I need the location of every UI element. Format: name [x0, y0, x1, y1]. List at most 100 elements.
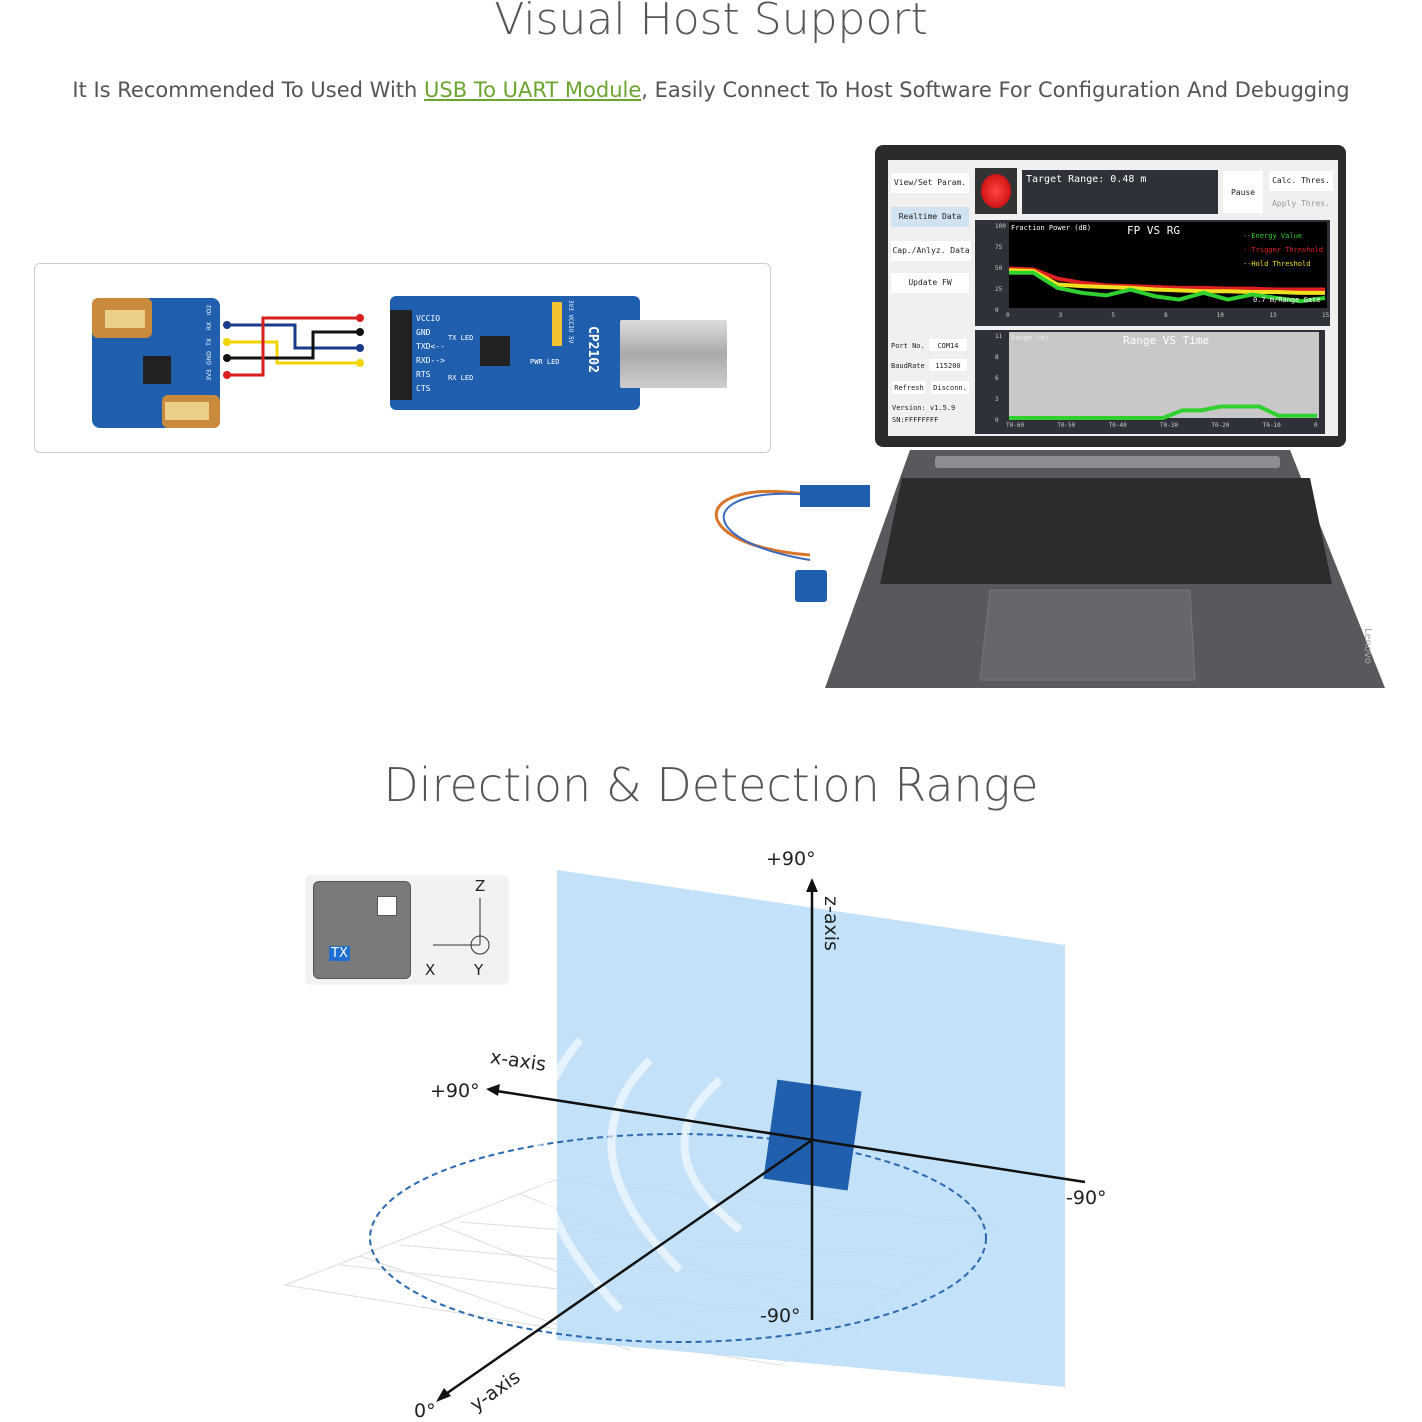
refresh-button[interactable]: Refresh	[891, 380, 927, 395]
y-end-label: 0°	[414, 1400, 436, 1422]
pin-label: VCCIO	[416, 314, 441, 323]
realtime-data-button[interactable]: Realtime Data	[890, 206, 970, 228]
x-tick: T0-20	[1211, 422, 1229, 429]
wiring-diagram-box	[34, 263, 771, 453]
x-tick: T0-50	[1057, 422, 1075, 429]
y-tick: 100	[995, 223, 1006, 230]
chart-ylabel: Fraction Power (dB)	[1011, 224, 1091, 232]
disconnect-button[interactable]: Disconn.	[930, 380, 970, 395]
chart-ylabel: Range (m)	[1011, 334, 1049, 342]
apply-thres-button[interactable]: Apply Thres.	[1272, 199, 1330, 208]
x-tick: T0-30	[1160, 422, 1178, 429]
y-tick: 0	[995, 307, 999, 314]
baud-label: BaudRate	[891, 362, 925, 370]
chip-label: CP2102	[585, 326, 600, 373]
series-line	[1009, 270, 1326, 304]
update-fw-button[interactable]: Update FW	[890, 272, 970, 294]
sensor-board-image: 3V3 GND TX RX IO2	[92, 298, 364, 428]
view-set-param-button[interactable]: View/Set Param.	[890, 172, 970, 194]
chart-title: FP VS RG	[1127, 224, 1180, 237]
x-tick: 5	[1111, 312, 1115, 319]
usb-to-uart-link[interactable]: USB To UART Module	[424, 78, 642, 102]
x-tick: 13	[1269, 312, 1277, 319]
pin-label: RTS	[416, 370, 431, 379]
fp-vs-rg-chart: FP VS RG Fraction Power (dB) 100 75 50 25 00 3 5…	[975, 220, 1330, 326]
y-tick: 50	[995, 265, 1003, 272]
page-title: Visual Host Support	[494, 0, 928, 45]
z-axis-label: z-axis	[820, 896, 842, 951]
subtitle-text: It Is Recommended To Used With	[72, 78, 425, 102]
sensor-top-view: TX	[313, 881, 411, 979]
y-tick: 11	[995, 333, 1003, 340]
sensor-pin-label: RX	[206, 322, 213, 330]
baud-field[interactable]: 115200	[928, 358, 968, 372]
serial-number-text: SN:FFFFFFFF	[892, 416, 939, 424]
pin-label: GND	[416, 328, 431, 337]
port-field[interactable]: COM14	[928, 338, 968, 352]
pause-button[interactable]: Pause	[1222, 170, 1264, 214]
subtitle: It Is Recommended To Used With USB To UA…	[0, 78, 1422, 102]
version-text: Version: v1.5.9	[892, 404, 956, 412]
y-label: Y	[474, 961, 484, 979]
sensor-pin-label: IO2	[206, 305, 213, 315]
series-line	[1008, 266, 1325, 292]
pwr-led-label: PWR LED	[530, 358, 560, 366]
z-top-label: +90°	[766, 848, 816, 870]
laptop-base: Lenovo	[825, 450, 1385, 688]
z-label: Z	[475, 877, 486, 895]
x-tick: 15	[1322, 312, 1330, 319]
chart-note: 0.7 m/Range Gate	[1253, 296, 1320, 304]
series-line	[1009, 404, 1317, 420]
pin-label: CTS	[416, 384, 431, 393]
host-software-window: View/Set Param. Realtime Data Cap./Anlyz…	[888, 160, 1338, 436]
x-tick: T0-10	[1263, 422, 1281, 429]
rx-led-label: RX LED	[448, 374, 474, 382]
bottom-label: -90°	[760, 1305, 801, 1327]
port-label: Port No.	[891, 342, 925, 350]
axis-indicator	[433, 898, 490, 955]
x-right-label: -90°	[1066, 1187, 1107, 1209]
x-tick: T0-40	[1109, 422, 1127, 429]
orientation-inset: TX Z X Y	[305, 875, 509, 985]
x-tick: T0-60	[1006, 422, 1024, 429]
target-range-display: Target Range: 0.48 m	[1022, 170, 1218, 214]
y-tick: 8	[995, 354, 999, 361]
sensor-pin-label: 3V3	[206, 369, 213, 381]
x-left-label: +90°	[430, 1080, 480, 1102]
brand-logo: Lenovo	[1362, 628, 1373, 664]
x-label: X	[425, 961, 436, 979]
y-tick: 6	[995, 375, 999, 382]
subtitle-text-end: , Easily Connect To Host Software For Co…	[641, 78, 1350, 102]
pin-label: RXD-->	[416, 356, 445, 365]
sensor-pin-label: TX	[206, 338, 213, 347]
section-title: Direction & Detection Range	[383, 758, 1039, 812]
legend-entry: --Hold Threshold	[1243, 260, 1310, 268]
pin-label: TXD<--	[416, 342, 445, 351]
detection-range-ellipse	[369, 1133, 987, 1343]
connected-devices-image	[714, 485, 870, 602]
jumper-label: 3V3 VCCIO 5V	[567, 300, 574, 344]
y-tick: 75	[995, 244, 1003, 251]
usb-uart-module-image: VCCIO GND TXD<-- RXD--> RTS CTS TX LED R…	[390, 296, 640, 410]
y-tick: 0	[995, 417, 999, 424]
x-tick: 10	[1217, 312, 1225, 319]
detection-range-diagram	[283, 870, 1086, 1402]
x-tick: 3	[1059, 312, 1063, 319]
tx-led-label: TX LED	[448, 334, 474, 342]
usb-plug	[620, 320, 727, 388]
chart-title: Range VS Time	[1123, 334, 1209, 347]
y-tick: 3	[995, 396, 999, 403]
capture-analyze-button[interactable]: Cap./Anlyz. Data	[890, 240, 972, 262]
legend-entry: --Energy Value	[1243, 232, 1302, 240]
x-tick: 0	[1006, 312, 1010, 319]
calc-thres-button[interactable]: Calc. Thres.	[1268, 170, 1334, 192]
sensor-pin-label: GND	[206, 351, 213, 365]
legend-entry: --Trigger Threshold	[1243, 246, 1323, 254]
tx-label: TX	[329, 946, 350, 961]
series-line	[1008, 268, 1325, 295]
y-tick: 25	[995, 286, 1003, 293]
x-tick: 0	[1314, 422, 1318, 429]
status-indicator-light	[981, 174, 1011, 208]
x-tick: 8	[1164, 312, 1168, 319]
